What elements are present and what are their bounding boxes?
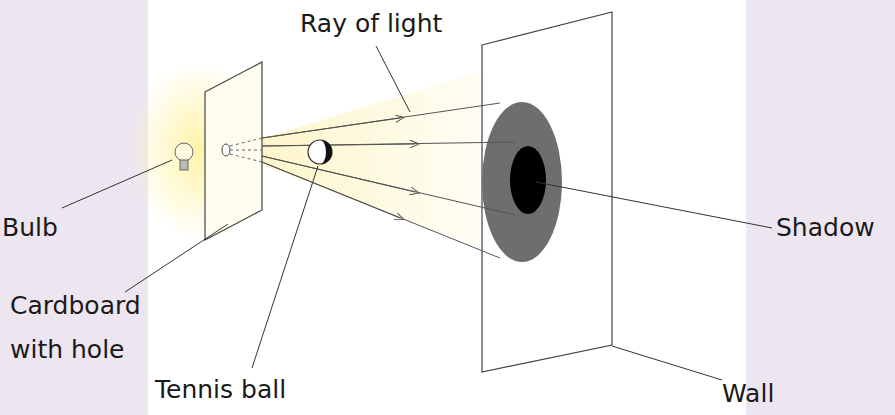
white-panel xyxy=(148,0,746,415)
umbra xyxy=(510,146,546,214)
part-label: Tennis ball xyxy=(155,368,325,412)
leader-lines xyxy=(62,46,772,380)
bulb-glow xyxy=(130,60,270,240)
rays xyxy=(262,103,515,258)
part-label: Shadow xyxy=(776,206,892,250)
bulb-symbol xyxy=(175,143,193,170)
tennis-ball xyxy=(308,140,332,164)
penumbra xyxy=(482,102,562,262)
light-beam xyxy=(225,70,485,250)
hidden-rays xyxy=(230,138,262,162)
part-label: Bulb xyxy=(2,206,82,250)
part-label: Cardboard with hole xyxy=(10,284,160,372)
hole xyxy=(222,144,230,156)
wall xyxy=(482,12,612,372)
cardboard xyxy=(205,62,262,240)
ray-label: Ray of light xyxy=(300,2,500,46)
part-label: Wall xyxy=(722,372,812,415)
